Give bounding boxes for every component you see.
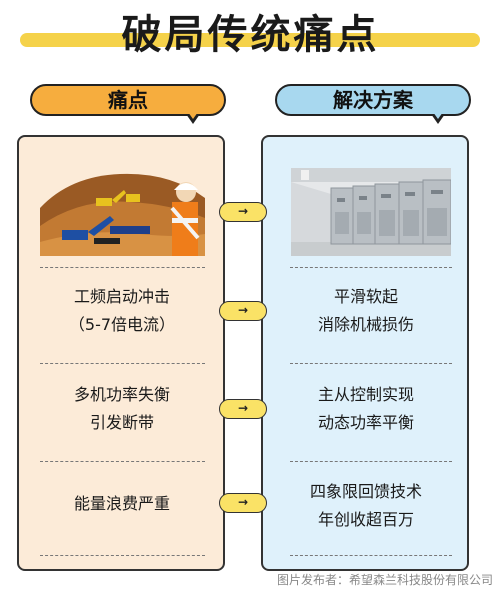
solution-header: 解决方案 (275, 84, 471, 116)
pain-cell-1: 工频启动冲击 （5-7倍电流） (24, 283, 220, 339)
title-highlight (20, 33, 480, 47)
solution-cell-3: 四象限回馈技术 年创收超百万 (268, 478, 464, 534)
mining-site-image (40, 168, 205, 256)
pain-line: 工频启动冲击 (73, 287, 170, 306)
pain-divider (40, 267, 205, 268)
pain-cell-3: 能量浪费严重 (24, 490, 220, 518)
solution-divider (290, 363, 452, 364)
solution-cell-2: 主从控制实现 动态功率平衡 (268, 381, 464, 437)
solution-cell-1: 平滑软起 消除机械损伤 (268, 283, 464, 339)
pain-divider (40, 363, 205, 364)
solution-line: 主从控制实现 (317, 385, 414, 404)
solution-divider (290, 555, 452, 556)
page-title: 破局传统痛点 (121, 12, 380, 58)
arrow-right-icon: → (219, 301, 267, 321)
solution-line: 平滑软起 (333, 287, 398, 306)
pain-divider (40, 461, 205, 462)
arrow-right-icon: → (219, 399, 267, 419)
solution-header-tail (431, 114, 445, 124)
control-cabinet-image (291, 168, 451, 256)
pain-line: 引发断带 (89, 413, 154, 432)
pain-divider (40, 555, 205, 556)
pain-header-tail-fill (188, 112, 198, 119)
solution-header-tail-fill (433, 112, 443, 119)
publisher-credit: 图片发布者：希望森兰科技股份有限公司 (276, 573, 493, 587)
pain-line: 多机功率失衡 (73, 385, 170, 404)
solution-divider (290, 267, 452, 268)
pain-header-tail (186, 114, 200, 124)
solution-line: 动态功率平衡 (317, 413, 414, 432)
solution-divider (290, 461, 452, 462)
pain-line: 能量浪费严重 (73, 494, 170, 513)
pain-cell-2: 多机功率失衡 引发断带 (24, 381, 220, 437)
arrow-right-icon: → (219, 493, 267, 513)
pain-header: 痛点 (30, 84, 226, 116)
solution-line: 消除机械损伤 (317, 315, 414, 334)
solution-line: 年创收超百万 (317, 510, 414, 529)
solution-line: 四象限回馈技术 (309, 482, 422, 501)
arrow-right-icon: → (219, 202, 267, 222)
pain-line: （5-7倍电流） (68, 315, 176, 334)
